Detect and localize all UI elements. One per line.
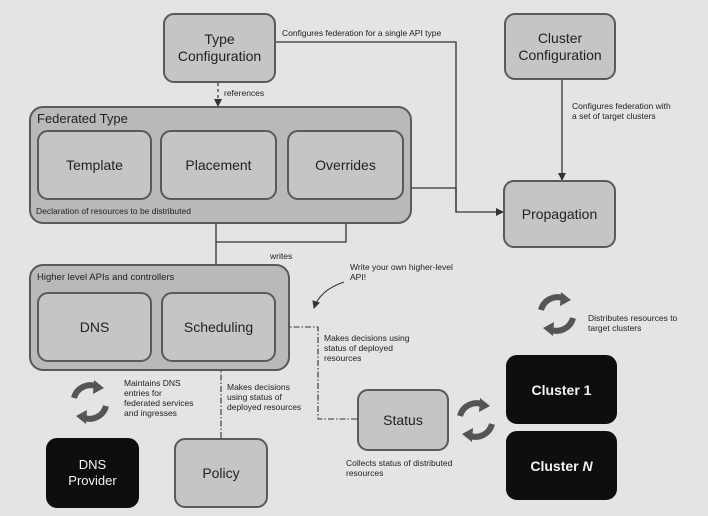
distributes-note: Distributes resources to target clusters (588, 313, 678, 333)
scheduling-box: Scheduling (161, 292, 276, 362)
status-box: Status (357, 389, 449, 451)
dns-provider-box: DNS Provider (46, 438, 139, 508)
policy-box: Policy (174, 438, 268, 508)
type-config-note: Configures federation for a single API t… (282, 28, 442, 38)
cycle-arrows-icon (538, 292, 576, 336)
makes-decisions-status-note: Makes decisions using status of deployed… (324, 333, 410, 363)
cycle-arrows-icon (457, 398, 495, 442)
overrides-box: Overrides (287, 130, 404, 200)
maintains-dns-note: Maintains DNS entries for federated serv… (124, 378, 194, 418)
cycle-arrows-icon (71, 380, 109, 424)
propagation-box: Propagation (503, 180, 616, 248)
write-own-note: Write your own higher-level API! (350, 262, 453, 282)
higher-level-title: Higher level APIs and controllers (37, 272, 175, 283)
cluster-1-box: Cluster 1 (506, 355, 617, 424)
collects-status-note: Collects status of distributed resources (346, 458, 453, 478)
cluster-n-prefix: Cluster (530, 457, 583, 474)
template-box: Template (37, 130, 152, 200)
cluster-n-suffix: N (582, 457, 593, 474)
edge-write-own-arrow (312, 281, 345, 309)
writes-label: writes (270, 251, 293, 261)
cluster-n-box: Cluster N (506, 431, 617, 500)
edge-typeconfig-propagation (276, 41, 504, 216)
references-label: references (224, 88, 265, 98)
edge-status-scheduling (275, 323, 357, 420)
dns-box: DNS (37, 292, 152, 362)
makes-decisions-policy-note: Makes decisions using status of deployed… (227, 382, 302, 412)
type-configuration-box: Type Configuration (163, 13, 276, 83)
edge-federatedtype-propagation (412, 187, 457, 212)
cluster-config-note: Configures federation with a set of targ… (572, 101, 671, 121)
cluster-configuration-box: Cluster Configuration (504, 13, 616, 80)
declaration-label: Declaration of resources to be distribut… (36, 206, 191, 216)
federated-type-title: Federated Type (37, 111, 128, 126)
placement-box: Placement (160, 130, 277, 200)
